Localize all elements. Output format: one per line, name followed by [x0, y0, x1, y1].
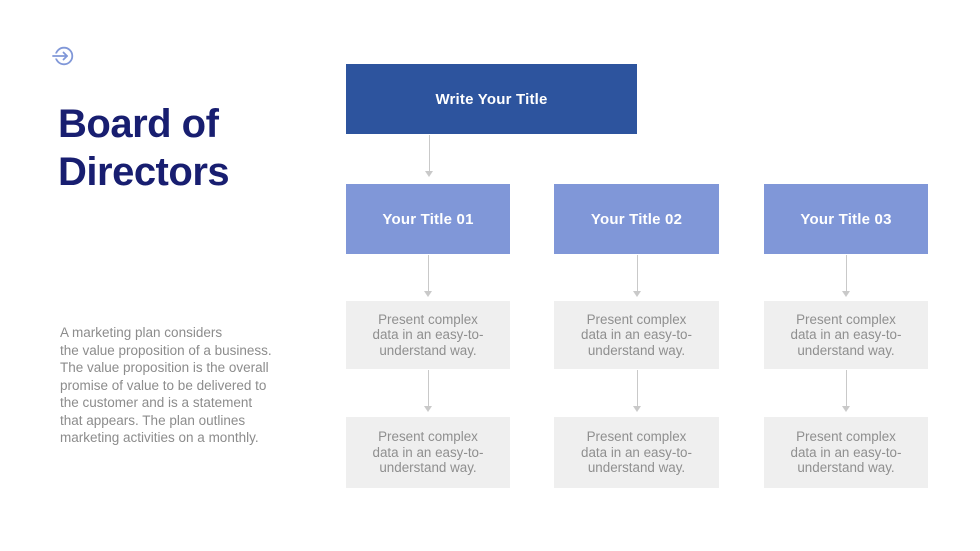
org-card-text: Present complex data in an easy-to- unde…	[581, 429, 692, 476]
org-column-label: Your Title 01	[382, 210, 474, 228]
connector-arrow	[840, 255, 852, 297]
org-card-3-2: Present complex data in an easy-to- unde…	[764, 417, 928, 488]
connector-arrow-root	[423, 135, 435, 177]
org-card-2-2: Present complex data in an easy-to- unde…	[554, 417, 719, 488]
org-column-box-1: Your Title 01	[346, 184, 510, 254]
connector-arrow	[840, 370, 852, 412]
org-column-box-2: Your Title 02	[554, 184, 719, 254]
org-card-1-2: Present complex data in an easy-to- unde…	[346, 417, 510, 488]
org-card-1-1: Present complex data in an easy-to- unde…	[346, 301, 510, 369]
org-column-box-3: Your Title 03	[764, 184, 928, 254]
org-card-3-1: Present complex data in an easy-to- unde…	[764, 301, 928, 369]
org-card-text: Present complex data in an easy-to- unde…	[790, 311, 902, 358]
org-column-label: Your Title 02	[590, 210, 683, 228]
org-root-box: Write Your Title	[346, 64, 637, 134]
org-card-text: Present complex data in an easy-to- unde…	[372, 311, 484, 358]
org-card-2-1: Present complex data in an easy-to- unde…	[554, 301, 719, 369]
enter-arrow-circle-icon	[51, 46, 74, 66]
org-card-text: Present complex data in an easy-to- unde…	[372, 429, 484, 476]
connector-arrow	[422, 255, 434, 297]
org-card-text: Present complex data in an easy-to- unde…	[790, 429, 902, 476]
page-title: Board of Directors	[58, 102, 230, 194]
connector-arrow	[631, 370, 643, 412]
org-root-label: Write Your Title	[435, 90, 548, 108]
org-card-text: Present complex data in an easy-to- unde…	[581, 311, 692, 358]
org-column-label: Your Title 03	[800, 210, 892, 228]
connector-arrow	[422, 370, 434, 412]
connector-arrow	[631, 255, 643, 297]
slide-description: A marketing plan considers the value pro…	[60, 325, 272, 445]
